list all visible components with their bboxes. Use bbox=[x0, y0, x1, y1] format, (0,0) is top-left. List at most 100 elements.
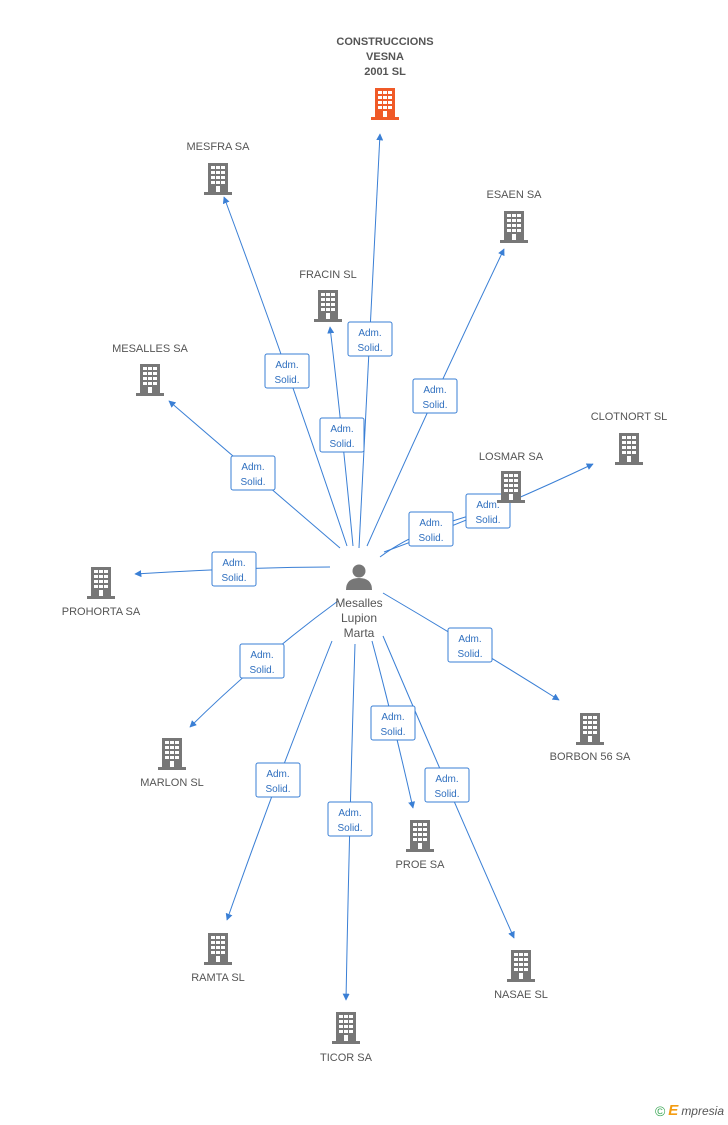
relation-label: Adm. bbox=[358, 328, 381, 339]
company-node-clotnort[interactable]: CLOTNORT SL bbox=[591, 411, 668, 465]
company-name: MESFRA SA bbox=[187, 141, 251, 153]
relation-badge-losmar[interactable]: Adm.Solid. bbox=[408, 511, 454, 547]
relation-badge-box bbox=[327, 801, 373, 837]
relation-badge-proe[interactable]: Adm. Solid. bbox=[370, 705, 416, 741]
company-name: TICOR SA bbox=[320, 1052, 373, 1064]
company-name: 2001 SL bbox=[364, 66, 406, 78]
relation-label: Adm. bbox=[222, 558, 245, 569]
company-name: CONSTRUCCIONS bbox=[336, 36, 433, 48]
relation-badge-esaen[interactable]: Adm. Solid. bbox=[412, 378, 458, 414]
relation-label: Adm. bbox=[458, 634, 481, 645]
relation-label: Adm. bbox=[250, 650, 273, 661]
relation-label: Adm. bbox=[241, 462, 264, 473]
company-name: FRACIN SL bbox=[299, 269, 356, 281]
relation-label: Adm. bbox=[275, 360, 298, 371]
company-name: VESNA bbox=[366, 51, 404, 63]
company-name: ESAEN SA bbox=[486, 189, 542, 201]
company-node-esaen[interactable]: ESAEN SA bbox=[486, 189, 542, 243]
relation-badge-prohorta[interactable]: Adm. Solid. bbox=[211, 551, 257, 587]
relation-label: Solid. bbox=[221, 573, 246, 584]
relation-badge-box bbox=[408, 511, 454, 547]
company-node-borbon[interactable]: BORBON 56 SA bbox=[550, 713, 631, 763]
relation-badge-fracin[interactable]: Adm. Solid. bbox=[319, 417, 365, 453]
company-node-marlon[interactable]: MARLON SL bbox=[140, 738, 204, 789]
relation-badge-mesfra[interactable]: Adm.Solid. bbox=[264, 353, 310, 389]
company-node-proe[interactable]: PROE SA bbox=[396, 820, 446, 871]
company-node-mesfra[interactable]: MESFRA SA bbox=[187, 141, 251, 195]
company-name: PROE SA bbox=[396, 859, 446, 871]
company-node-prohorta[interactable]: PROHORTA SA bbox=[62, 567, 141, 618]
relation-badge-box bbox=[255, 762, 301, 798]
building-icon bbox=[204, 933, 232, 965]
company-name: RAMTA SL bbox=[191, 972, 245, 984]
company-node-ticor[interactable]: TICOR SA bbox=[320, 1012, 373, 1064]
company-name: MESALLES SA bbox=[112, 343, 188, 355]
building-icon bbox=[507, 950, 535, 982]
relation-label: Solid. bbox=[329, 439, 354, 450]
person-icon bbox=[346, 564, 372, 590]
company-node-ramta[interactable]: RAMTA SL bbox=[191, 933, 245, 984]
relation-label: Solid. bbox=[475, 515, 500, 526]
company-node-construccions[interactable]: CONSTRUCCIONS VESNA 2001 SL bbox=[336, 36, 434, 120]
building-icon bbox=[615, 433, 643, 465]
relation-label: Solid. bbox=[457, 649, 482, 660]
relation-badge-ticor[interactable]: Adm.Solid. bbox=[327, 801, 373, 837]
relation-badge-box bbox=[319, 417, 365, 453]
brand-initial: E bbox=[668, 1102, 679, 1119]
company-name: LOSMAR SA bbox=[479, 451, 544, 463]
relation-label: Adm. bbox=[423, 385, 446, 396]
building-icon bbox=[500, 211, 528, 243]
relation-label: Solid. bbox=[380, 727, 405, 738]
company-name: CLOTNORT SL bbox=[591, 411, 668, 423]
company-node-mesalles[interactable]: MESALLES SA bbox=[112, 343, 189, 396]
relation-label: Solid. bbox=[434, 789, 459, 800]
relation-label: Solid. bbox=[249, 665, 274, 676]
relation-label: Adm. bbox=[330, 424, 353, 435]
relation-label: Solid. bbox=[240, 477, 265, 488]
company-name: PROHORTA SA bbox=[62, 606, 141, 618]
relation-badge-box bbox=[447, 627, 493, 663]
company-name: BORBON 56 SA bbox=[550, 751, 631, 763]
relation-badge-borbon[interactable]: Adm. Solid. bbox=[447, 627, 493, 663]
relation-badge-box bbox=[412, 378, 458, 414]
building-icon bbox=[406, 820, 434, 852]
relation-label: Adm. bbox=[435, 774, 458, 785]
person-name: Marta bbox=[344, 626, 375, 640]
copyright-icon: © bbox=[654, 1102, 666, 1119]
relation-label: Solid. bbox=[357, 343, 382, 354]
relation-label: Solid. bbox=[265, 784, 290, 795]
building-icon bbox=[332, 1012, 360, 1044]
relation-label: Adm. bbox=[266, 769, 289, 780]
building-icon bbox=[87, 567, 115, 599]
building-icon bbox=[314, 290, 342, 322]
relation-label: Adm. bbox=[381, 712, 404, 723]
building-icon bbox=[371, 88, 399, 120]
relation-badge-box bbox=[264, 353, 310, 389]
relation-badge-box bbox=[424, 767, 470, 803]
company-node-fracin[interactable]: FRACIN SL bbox=[299, 269, 357, 322]
relation-badge-marlon[interactable]: Adm. Solid. bbox=[239, 643, 285, 679]
building-icon bbox=[576, 713, 604, 745]
building-icon bbox=[136, 364, 164, 396]
relation-badge-nasae[interactable]: Adm. Solid. bbox=[424, 767, 470, 803]
relation-badge-box bbox=[239, 643, 285, 679]
company-node-nasae[interactable]: NASAE SL bbox=[494, 950, 548, 1001]
relation-label: Adm. bbox=[338, 808, 361, 819]
company-name: MARLON SL bbox=[140, 777, 204, 789]
relation-badge-box bbox=[370, 705, 416, 741]
company-name: NASAE SL bbox=[494, 989, 548, 1001]
relation-badge-box bbox=[347, 321, 393, 357]
relation-label: Solid. bbox=[422, 400, 447, 411]
building-icon bbox=[497, 471, 525, 503]
relation-badge-box bbox=[230, 455, 276, 491]
person-name: Lupion bbox=[341, 611, 377, 625]
relation-label: Adm. bbox=[476, 500, 499, 511]
building-icon bbox=[158, 738, 186, 770]
relation-badge-mesalles[interactable]: Adm. Solid. bbox=[230, 455, 276, 491]
relation-badge-construccions[interactable]: Adm. Solid. bbox=[347, 321, 393, 357]
company-node-losmar[interactable]: LOSMAR SA bbox=[479, 451, 544, 503]
relation-badge-ramta[interactable]: Adm. Solid. bbox=[255, 762, 301, 798]
